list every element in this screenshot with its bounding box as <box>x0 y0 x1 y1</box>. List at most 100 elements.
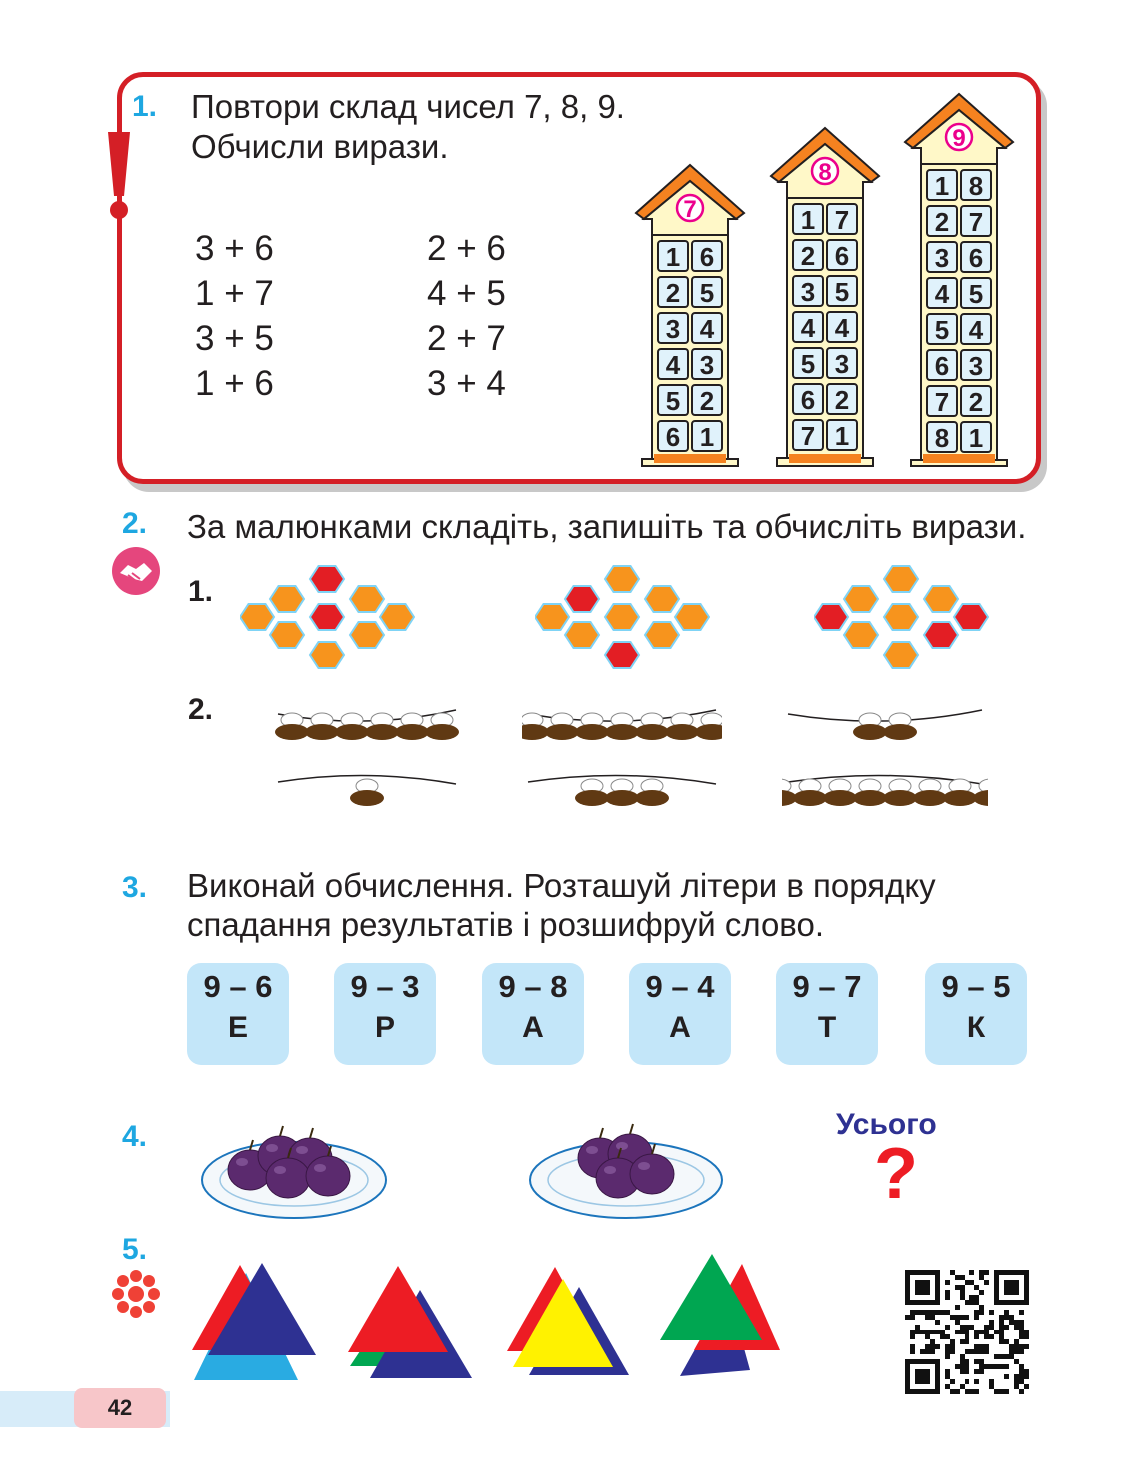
task3-number: 3. <box>122 871 148 904</box>
qr-code <box>905 1270 1029 1394</box>
hexagon <box>842 621 880 649</box>
house-cell-number: 2 <box>835 385 849 415</box>
plum <box>629 1143 675 1195</box>
hexagon <box>348 585 386 613</box>
letter-card: 9 – 8 А <box>482 963 584 1065</box>
acorn <box>883 778 917 806</box>
hexagon <box>643 585 681 613</box>
acorn <box>883 712 917 740</box>
expression: 3 + 4 <box>427 364 506 403</box>
task4-number: 4. <box>122 1120 148 1153</box>
hexagon-group <box>814 565 989 669</box>
expression: 2 + 6 <box>427 229 506 268</box>
plate-with-plums <box>529 1123 723 1219</box>
expression-list-left: 3 + 6 1 + 7 3 + 5 1 + 6 <box>195 226 274 406</box>
expression: 3 + 6 <box>195 229 274 268</box>
plum <box>595 1147 641 1199</box>
hexagon <box>308 641 346 669</box>
house-cell-number: 4 <box>969 315 984 345</box>
house-cell-number: 5 <box>801 349 815 379</box>
sunflower-icon <box>112 1270 160 1318</box>
task1-instruction-line2: Обчисли вирази. <box>191 128 449 165</box>
acorn <box>335 712 369 740</box>
house-cell-number: 3 <box>801 277 815 307</box>
acorn <box>425 712 459 740</box>
acorn <box>365 712 399 740</box>
acorn <box>695 712 722 740</box>
plum <box>305 1145 351 1197</box>
garland-picture <box>522 709 722 806</box>
house-cell-number: 5 <box>700 278 714 308</box>
hexagon <box>842 585 880 613</box>
house-roof-number: 7 <box>683 196 696 223</box>
house-cell-number: 2 <box>935 207 949 237</box>
hexagon <box>882 565 920 593</box>
house-cell-number: 4 <box>935 279 950 309</box>
card-letter: А <box>669 1011 691 1044</box>
task2-number: 2. <box>122 507 148 540</box>
hexagon <box>563 585 601 613</box>
card-expression: 9 – 3 <box>350 969 420 1004</box>
expression: 1 + 7 <box>195 274 274 313</box>
letter-card: 9 – 7 Т <box>776 963 878 1065</box>
house-cell-number: 5 <box>935 315 949 345</box>
house-cell-number: 3 <box>666 314 680 344</box>
handshake-icon <box>112 547 160 595</box>
acorn <box>305 712 339 740</box>
house-roof-number: 9 <box>952 125 965 152</box>
triangle-figure <box>348 1266 472 1378</box>
card-expression: 9 – 6 <box>203 969 273 1004</box>
acorn <box>395 712 429 740</box>
house-cell-number: 2 <box>666 278 680 308</box>
house-cell-number: 4 <box>666 350 681 380</box>
acorn <box>575 712 609 740</box>
house-cell-number: 6 <box>801 385 815 415</box>
letter-card: 9 – 6 Е <box>187 963 289 1065</box>
question-mark: ? <box>874 1134 918 1214</box>
house-cell-number: 6 <box>969 243 983 273</box>
acorn <box>913 778 947 806</box>
acorn <box>605 778 639 806</box>
house-cell-number: 6 <box>835 241 849 271</box>
house-cell-number: 4 <box>801 313 816 343</box>
hexagon <box>240 603 276 631</box>
card-letter: Е <box>227 1011 248 1044</box>
acorn <box>665 712 699 740</box>
acorn <box>522 712 549 740</box>
house-cell-number: 1 <box>666 242 680 272</box>
house-cell-number: 7 <box>969 207 983 237</box>
house-cell-number: 1 <box>835 421 849 451</box>
hexagon <box>814 603 850 631</box>
card-expression: 9 – 7 <box>792 969 862 1004</box>
acorn <box>350 778 384 806</box>
expression: 2 + 7 <box>427 319 506 358</box>
house-cell-number: 6 <box>700 242 714 272</box>
house-cell-number: 7 <box>835 205 849 235</box>
acorn <box>545 712 579 740</box>
hexagon <box>673 603 710 631</box>
expression: 1 + 6 <box>195 364 274 403</box>
house-cell-number: 4 <box>835 313 850 343</box>
house-cell-number: 6 <box>666 422 680 452</box>
acorn <box>605 712 639 740</box>
task3-instruction-line2: спадання результатів і розшифруй слово. <box>187 906 824 943</box>
hexagon <box>268 585 306 613</box>
exclamation-icon <box>108 132 130 219</box>
page-number: 42 <box>107 1395 133 1420</box>
task5-number: 5. <box>122 1233 148 1266</box>
task1-instruction-line1: Повтори склад чисел 7, 8, 9. <box>191 88 625 125</box>
hexagon <box>378 603 415 631</box>
hexagon <box>603 565 641 593</box>
acorn <box>853 778 887 806</box>
acorn <box>973 778 988 806</box>
hexagon-group <box>535 565 710 669</box>
card-expression: 9 – 8 <box>498 969 568 1004</box>
acorn <box>823 778 857 806</box>
house-cell-number: 1 <box>700 422 714 452</box>
hexagon <box>882 603 920 631</box>
acorn <box>943 778 977 806</box>
house-cell-number: 3 <box>835 349 849 379</box>
task1-number: 1. <box>132 90 158 123</box>
hexagon <box>603 641 641 669</box>
